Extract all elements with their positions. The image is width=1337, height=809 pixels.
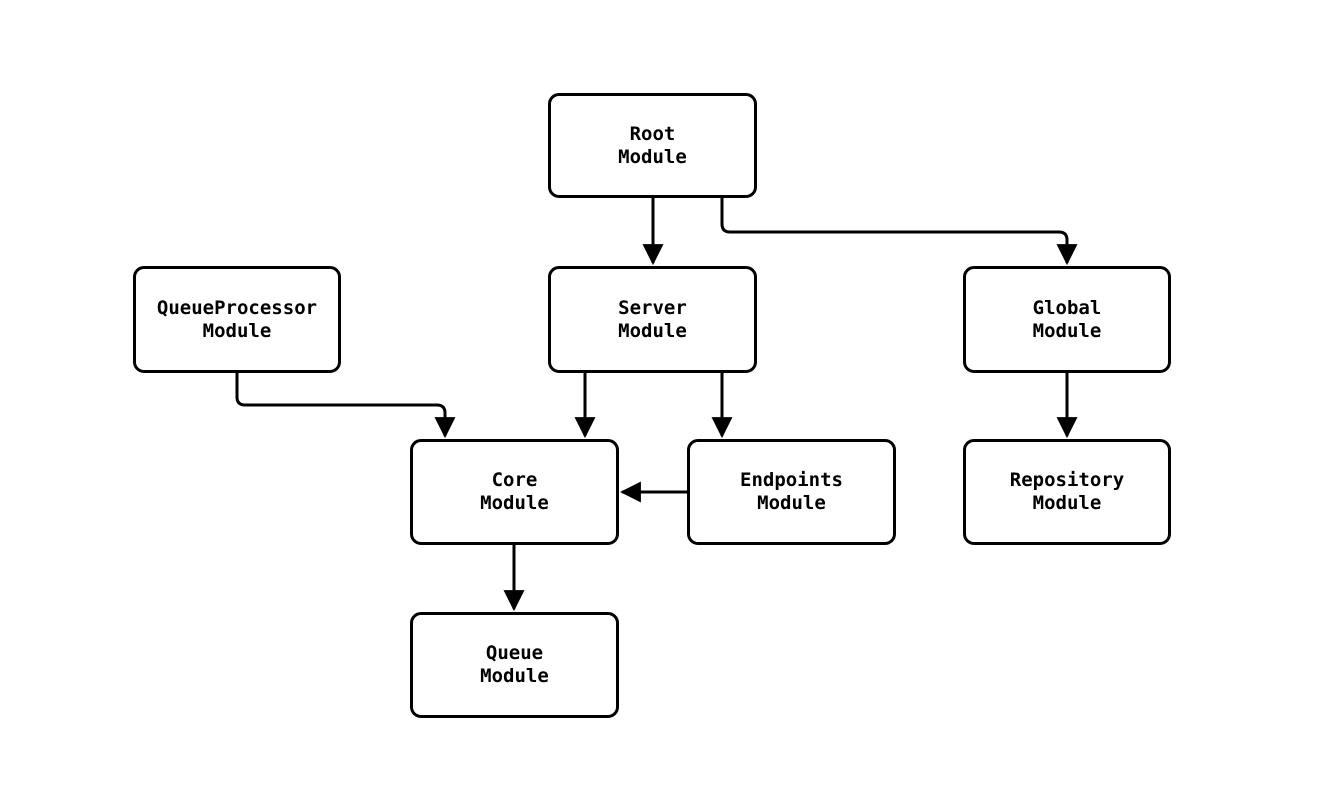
node-core-module: Core Module xyxy=(410,439,619,545)
node-label-line: Endpoints xyxy=(740,469,843,491)
node-label-line: Server xyxy=(618,296,687,319)
node-repository-module: Repository Module xyxy=(963,439,1171,545)
node-label-line: Module xyxy=(618,319,687,342)
node-label-line: QueueProcessor xyxy=(156,296,318,319)
node-label-line: Module xyxy=(757,492,826,514)
edge-queueprocessor-to-core xyxy=(235,373,456,439)
node-queue-module: Queue Module xyxy=(410,612,619,718)
node-root-module: Root Module xyxy=(548,93,757,198)
node-label-line: Root xyxy=(629,122,676,145)
node-label-line: Module xyxy=(618,145,687,168)
node-global-module: Global Module xyxy=(963,266,1171,373)
node-label-line: Global xyxy=(1032,296,1102,319)
node-label-line: Core xyxy=(491,469,538,491)
node-label-line: Module xyxy=(480,665,549,687)
node-label-line: Queue xyxy=(485,642,544,664)
node-label-line: Module xyxy=(1032,319,1102,342)
node-label-line: Module xyxy=(202,319,272,342)
node-label-line: Module xyxy=(1032,492,1102,514)
node-label-line: Module xyxy=(480,492,549,514)
node-queueprocessor-module: QueueProcessor Module xyxy=(133,266,341,373)
node-server-module: Server Module xyxy=(548,266,757,373)
edge-root-to-global xyxy=(720,198,1078,266)
node-label-line: Repository xyxy=(1009,469,1125,491)
node-endpoints-module: Endpoints Module xyxy=(687,439,896,545)
